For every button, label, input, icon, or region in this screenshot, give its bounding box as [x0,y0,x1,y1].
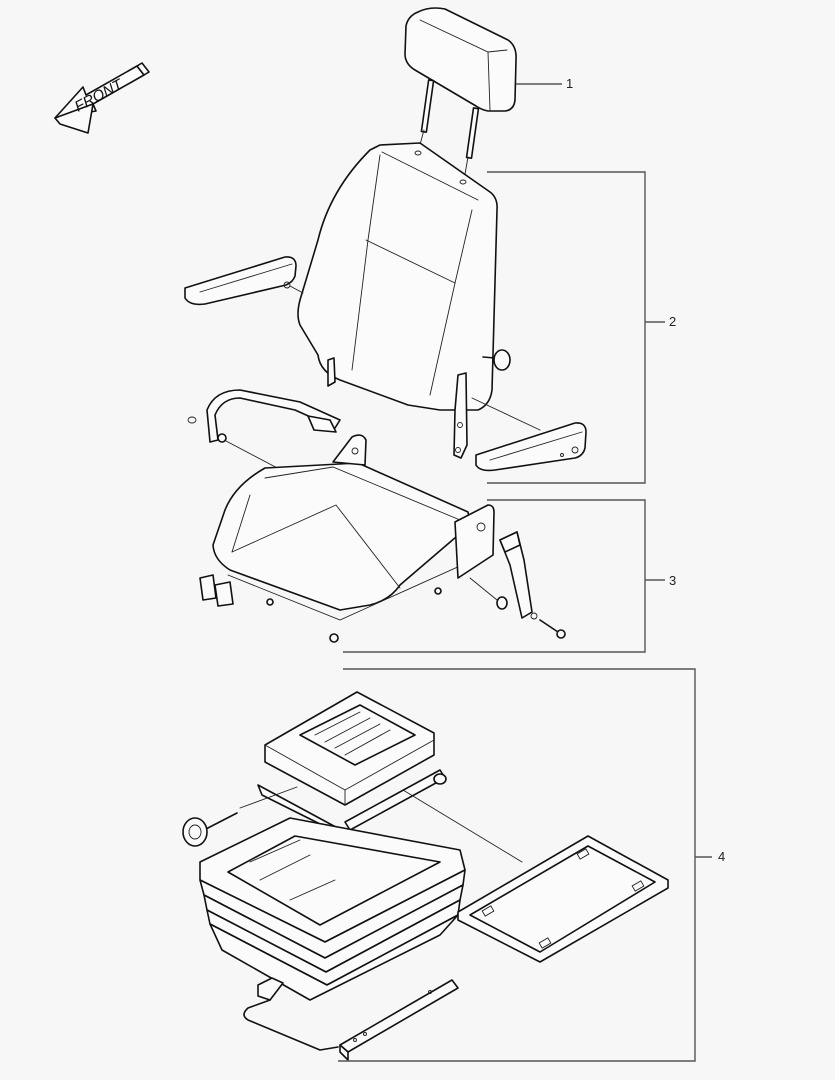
callout-lines [338,83,712,1062]
mounting-frame [457,835,669,963]
headrest [404,7,517,181]
left-armrest [184,256,304,306]
seat-belt-left [187,389,341,473]
front-direction-arrow-icon: FRONT [54,62,150,134]
callout-2: 2 [669,314,677,329]
callout-1: 1 [566,76,574,91]
suspension-bellows [199,817,466,1001]
callout-3: 3 [669,573,677,588]
seat-back [297,142,511,459]
callout-4: 4 [718,849,726,864]
right-armrest [471,397,587,472]
slide-rails [243,977,459,1061]
seat-cushion [199,434,566,643]
front-label: FRONT [72,75,127,115]
